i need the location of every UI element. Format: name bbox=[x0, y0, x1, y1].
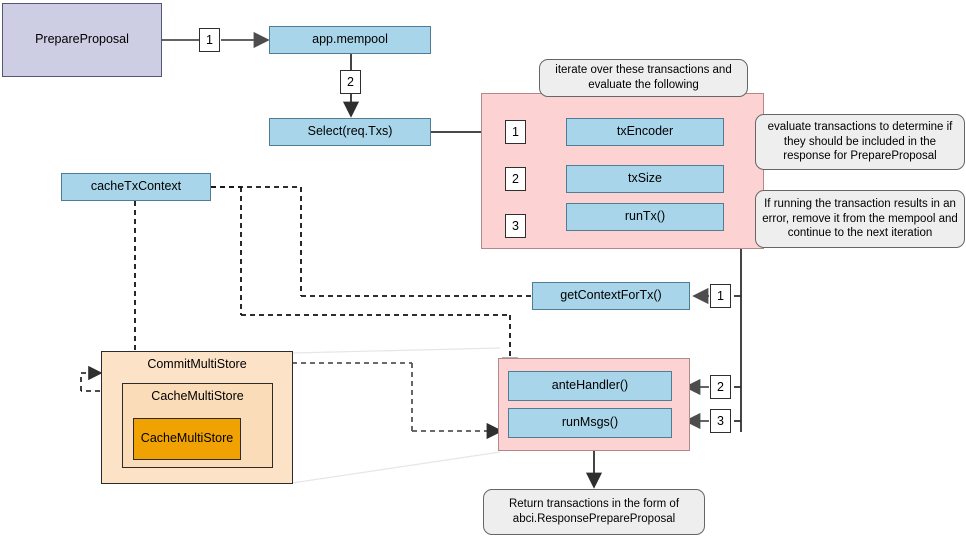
node-app-mempool[interactable]: app.mempool bbox=[269, 26, 431, 54]
step-badge-getcontext: 1 bbox=[710, 284, 731, 308]
node-run-tx[interactable]: runTx() bbox=[566, 203, 724, 231]
node-cache-multi-store-inner[interactable]: CacheMultiStore bbox=[133, 418, 241, 460]
callout-return: Return transactions in the form of abci.… bbox=[483, 489, 705, 535]
node-cache-tx-context[interactable]: cacheTxContext bbox=[61, 173, 211, 201]
step-badge-select: 2 bbox=[340, 70, 361, 94]
node-ante-handler[interactable]: anteHandler() bbox=[508, 371, 672, 401]
cache-multi-store-outer-label: CacheMultiStore bbox=[151, 389, 244, 403]
wire-cachetxcontext-to-antehandler bbox=[211, 186, 519, 374]
node-get-context-for-tx[interactable]: getContextForTx() bbox=[532, 282, 690, 310]
wire-commitmultistore-to-runmsgs bbox=[292, 362, 503, 440]
node-prepare-proposal[interactable]: PrepareProposal bbox=[2, 3, 162, 77]
node-select-req-txs[interactable]: Select(req.Txs) bbox=[269, 118, 431, 146]
step-badge-txsize: 2 bbox=[505, 167, 526, 191]
step-badge-txencoder: 1 bbox=[505, 120, 526, 144]
step-badge-mempool: 1 bbox=[199, 28, 220, 52]
node-tx-size[interactable]: txSize bbox=[566, 165, 724, 193]
callout-error: If running the transaction results in an… bbox=[755, 190, 965, 248]
wire-cachetxcontext-to-getcontext bbox=[211, 186, 531, 297]
callout-evaluate: evaluate transactions to determine if th… bbox=[755, 114, 965, 170]
step-badge-runtx: 3 bbox=[505, 214, 526, 238]
wire-runtx-to-lower-steps bbox=[724, 221, 742, 432]
node-run-msgs[interactable]: runMsgs() bbox=[508, 408, 672, 438]
callout-iterate: iterate over these transactions and eval… bbox=[539, 59, 748, 97]
step-badge-runmsgs: 3 bbox=[710, 409, 731, 433]
step-badge-antehandler: 2 bbox=[710, 375, 731, 399]
hint-lines bbox=[291, 347, 501, 484]
node-tx-encoder[interactable]: txEncoder bbox=[566, 118, 724, 146]
commit-multi-store-label: CommitMultiStore bbox=[147, 357, 247, 371]
